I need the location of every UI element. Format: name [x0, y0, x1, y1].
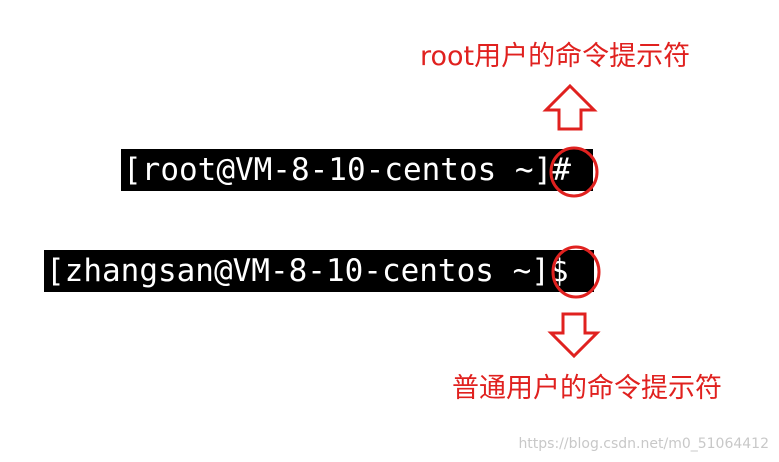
up-arrow-icon — [542, 83, 598, 131]
user-prompt-caption: 普通用户的命令提示符 — [452, 373, 722, 404]
root-terminal-prompt: [root@VM-8-10-centos ~]# — [121, 149, 593, 191]
user-terminal-prompt: [zhangsan@VM-8-10-centos ~]$ — [44, 250, 594, 292]
watermark-text: https://blog.csdn.net/m0_51064412 — [518, 436, 769, 452]
down-arrow-icon — [547, 312, 601, 359]
root-prompt-caption: root用户的命令提示符 — [420, 41, 691, 72]
